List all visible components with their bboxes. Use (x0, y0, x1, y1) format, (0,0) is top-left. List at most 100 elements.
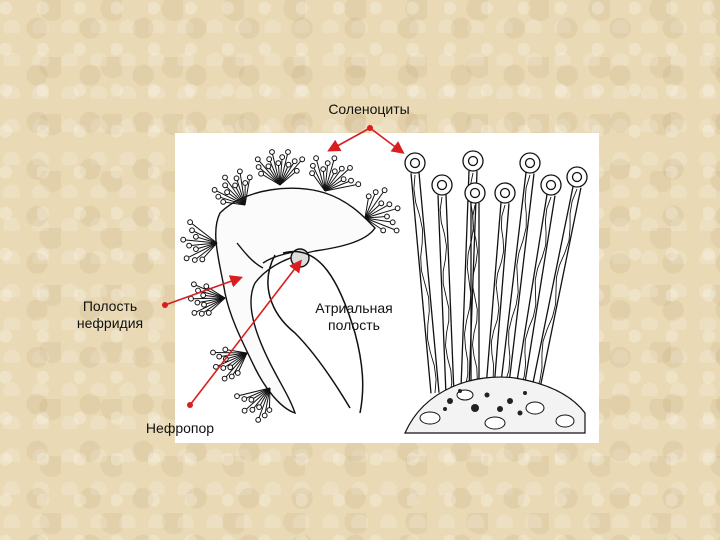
solenocyte-cell-head (567, 167, 587, 187)
solenocyte-head (286, 150, 291, 155)
solenocyte-head (286, 162, 291, 167)
solenocyte-head (267, 408, 272, 413)
solenocyte-head (235, 371, 240, 376)
solenocytes-enlarged (405, 151, 587, 395)
solenocyte-head (228, 365, 233, 370)
solenocyte-head (243, 181, 248, 186)
solenocyte-head (356, 182, 361, 187)
solenocyte-head (341, 177, 346, 182)
solenocyte-head (233, 183, 238, 188)
solenocyte-head (211, 350, 216, 355)
solenocyte-head (257, 405, 262, 410)
solenocyte-flagellum (535, 189, 577, 393)
solenocyte-head (373, 190, 378, 195)
solenocyte-head (270, 150, 275, 155)
solenocyte-head (192, 282, 197, 287)
solenocyte-head (390, 220, 395, 225)
solenocyte-tube-wall (461, 171, 469, 388)
solenocyte-head (381, 228, 386, 233)
solenocyte-head (217, 354, 222, 359)
label-atrial-cavity: Атриальная полость (300, 300, 408, 334)
solenocyte-head (311, 163, 316, 168)
solenocyte-stalk (268, 166, 280, 185)
solenocyte-head (229, 374, 234, 379)
solenocyte-head (267, 157, 272, 162)
solenocyte-flagellum (414, 175, 436, 393)
solenocyte-flagellum (490, 205, 505, 388)
solenocyte-cell-head (463, 151, 483, 171)
solenocyte-head (212, 188, 217, 193)
solenocyte-tube-wall (419, 173, 439, 393)
solenocyte-head (206, 311, 211, 316)
solenocyte-head (188, 220, 193, 225)
solenocyte-head (223, 183, 228, 188)
solenocyte-head (214, 364, 219, 369)
solenocyte-head (187, 243, 192, 248)
solenocytes-arrow-origin (367, 125, 373, 131)
solenocyte-tube-wall (446, 195, 454, 395)
solenocyte-head (238, 169, 243, 174)
solenocyte-head (332, 169, 337, 174)
solenocyte-head (321, 167, 326, 172)
label-solenocytes: Соленоциты (310, 101, 428, 118)
solenocyte-head (256, 165, 261, 170)
solenocyte-cell-head (520, 153, 540, 173)
solenocyte-head (280, 155, 285, 160)
solenocyte-head (223, 357, 228, 362)
solenocyte-head (221, 366, 226, 371)
label-nephropore: Нефропор (128, 420, 232, 437)
solenocyte-head (249, 397, 254, 402)
solenocyte-head (184, 256, 189, 261)
solenocyte-head (196, 288, 201, 293)
solenocyte-head (300, 157, 305, 162)
solenocyte-head (202, 302, 207, 307)
solenocyte-cell-head (432, 175, 452, 195)
solenocyte-cell-head (405, 153, 425, 173)
solenocyte-head (394, 228, 399, 233)
solenocyte-head (256, 418, 261, 423)
solenocyte-head (259, 171, 264, 176)
solenocyte-head (262, 413, 267, 418)
solenocyte-cell-head (495, 183, 515, 203)
solenocyte-head (325, 161, 330, 166)
solenocyte-head (225, 190, 230, 195)
solenocyte-cell-head (541, 175, 561, 195)
solenocyte-tube-wall (524, 196, 555, 389)
solenocyte-head (250, 407, 255, 412)
solenocyte-head (332, 156, 337, 161)
solenocyte-head (276, 161, 281, 166)
solenocyte-head (192, 258, 197, 263)
solenocyte-head (382, 188, 387, 193)
solenocyte-head (366, 194, 371, 199)
solenocyte-head (349, 178, 354, 183)
solenocyte-head (242, 397, 247, 402)
solenocyte-tube-wall (411, 173, 431, 393)
solenocyte-head (223, 347, 228, 352)
solenocyte-head (379, 201, 384, 206)
solenocyte-head (194, 247, 199, 252)
nephridium-cavity-arrow-origin (162, 302, 168, 308)
solenocyte-head (181, 237, 186, 242)
solenocyte-flagellum (465, 173, 474, 388)
solenocyte-head (348, 166, 353, 171)
solenocyte-head (221, 200, 226, 205)
solenocyte-head (292, 159, 297, 164)
solenocyte-head (222, 376, 227, 381)
solenocyte-head (255, 157, 260, 162)
solenocyte-head (195, 300, 200, 305)
solenocyte-head (387, 202, 392, 207)
solenocyte-head (200, 257, 205, 262)
solenocyte-head (395, 206, 400, 211)
solenocyte-head (192, 311, 197, 316)
solenocyte-head (201, 293, 206, 298)
solenocyte-head (216, 194, 221, 199)
solenocyte-head (385, 214, 390, 219)
nephridium-drawing (175, 133, 599, 443)
solenocyte-head (204, 284, 209, 289)
solenocyte-head (266, 164, 271, 169)
solenocyte-stalk (195, 243, 217, 260)
solenocyte-head (190, 228, 195, 233)
nephridium-illustration (175, 133, 599, 443)
solenocyte-stalk (191, 298, 225, 299)
solenocyte-head (242, 408, 247, 413)
